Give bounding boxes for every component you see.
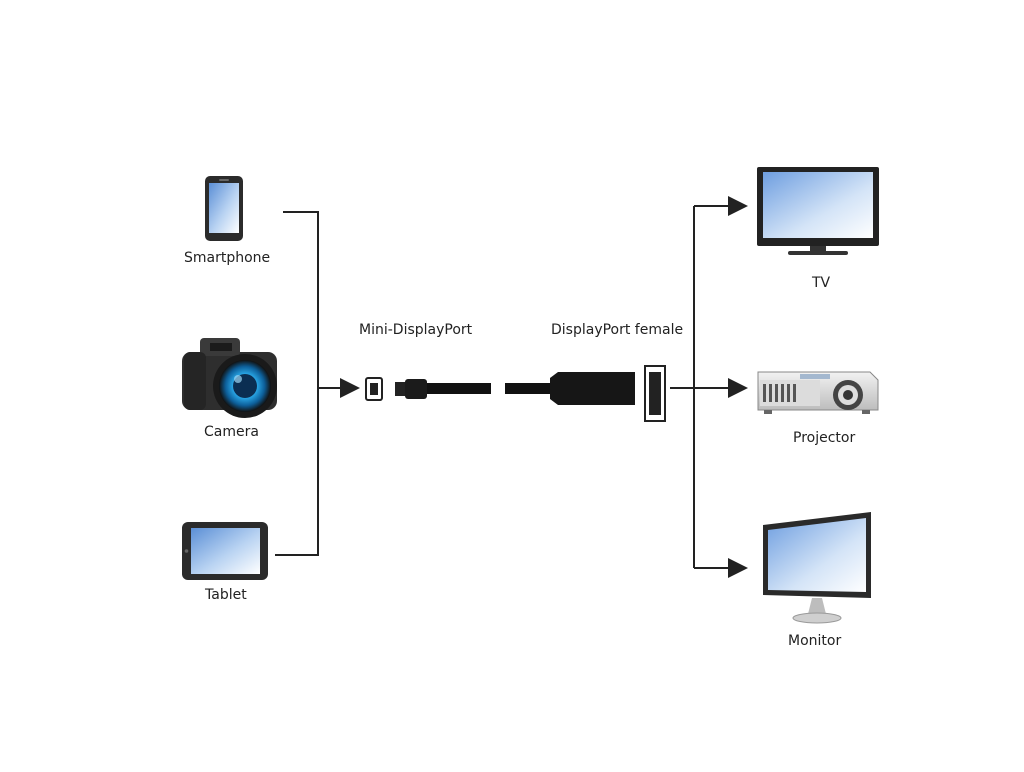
line-smartphone [275, 211, 319, 556]
smartphone-icon [205, 176, 243, 241]
target-label-monitor: Monitor [788, 633, 842, 649]
adapter-input-label: Mini-DisplayPort [359, 322, 473, 338]
target-label-tv: TV [812, 275, 831, 291]
camera-icon [182, 338, 277, 418]
tablet-icon [182, 522, 268, 580]
monitor-icon [763, 512, 871, 624]
source-lines [275, 211, 360, 556]
adapter-output-label: DisplayPort female [551, 322, 684, 338]
projector-icon [757, 371, 879, 414]
mini-displayport-plug-icon [365, 377, 491, 401]
source-label-tablet: Tablet [205, 587, 247, 603]
source-label-camera: Camera [204, 424, 259, 440]
tv-icon [757, 167, 879, 255]
target-label-projector: Projector [793, 430, 856, 446]
target-lines [670, 196, 748, 578]
displayport-female-socket-icon [505, 365, 666, 422]
source-label-smartphone: Smartphone [184, 250, 271, 266]
